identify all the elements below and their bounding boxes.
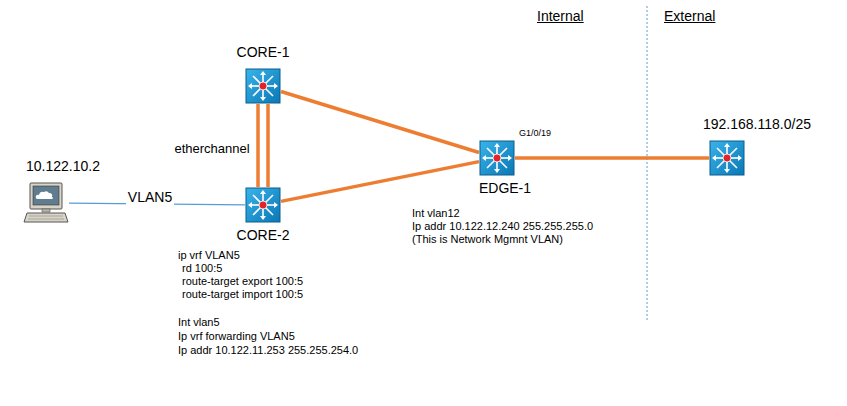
- switch-node: [479, 140, 515, 176]
- switch-icon: [479, 140, 515, 176]
- config-line: rd 100:5: [182, 262, 222, 274]
- config-line: Int vlan5: [178, 316, 220, 328]
- switch-icon: [245, 187, 281, 223]
- config-line: Ip addr 10.122.12.240 255.255.255.0: [412, 220, 593, 232]
- link-line: [266, 104, 270, 187]
- config-line: (This is Network Mgmnt VLAN): [412, 233, 563, 245]
- zone-label: Internal: [537, 8, 584, 24]
- config-line: route-target export 100:5: [182, 275, 303, 287]
- config-line: route-target import 100:5: [182, 288, 303, 300]
- node-label: CORE-2: [237, 227, 290, 243]
- config-line: Ip vrf forwarding VLAN5: [178, 330, 295, 342]
- switch-icon: [245, 68, 281, 104]
- pc-icon: [23, 182, 69, 224]
- link-line: [256, 104, 260, 187]
- switch-icon: [709, 140, 745, 176]
- zone-label: External: [664, 8, 715, 24]
- switch-node: [245, 68, 281, 104]
- switch-node: [245, 187, 281, 223]
- link-label: VLAN5: [126, 189, 174, 205]
- workstation: [23, 182, 69, 224]
- network-link: [281, 92, 479, 153]
- link-label: G1/0/19: [517, 128, 553, 138]
- link-line: [281, 92, 479, 153]
- node-label: EDGE-1: [479, 180, 531, 196]
- link-label: etherchannel: [172, 141, 251, 156]
- node-label: 10.122.10.2: [26, 158, 100, 174]
- link-line: [515, 156, 709, 160]
- boundary-line: [647, 6, 648, 320]
- node-label: CORE-1: [237, 44, 290, 60]
- network-link: [281, 162, 479, 202]
- config-line: ip vrf VLAN5: [178, 249, 240, 261]
- switch-node: [709, 140, 745, 176]
- node-label: 192.168.118.0/25: [703, 116, 811, 132]
- config-line: Int vlan12: [412, 207, 460, 219]
- etherchannel-link: [258, 104, 268, 187]
- config-line: Ip addr 10.122.11.253 255.255.254.0: [178, 344, 358, 356]
- link-line: [281, 162, 479, 202]
- network-link: [515, 158, 709, 159]
